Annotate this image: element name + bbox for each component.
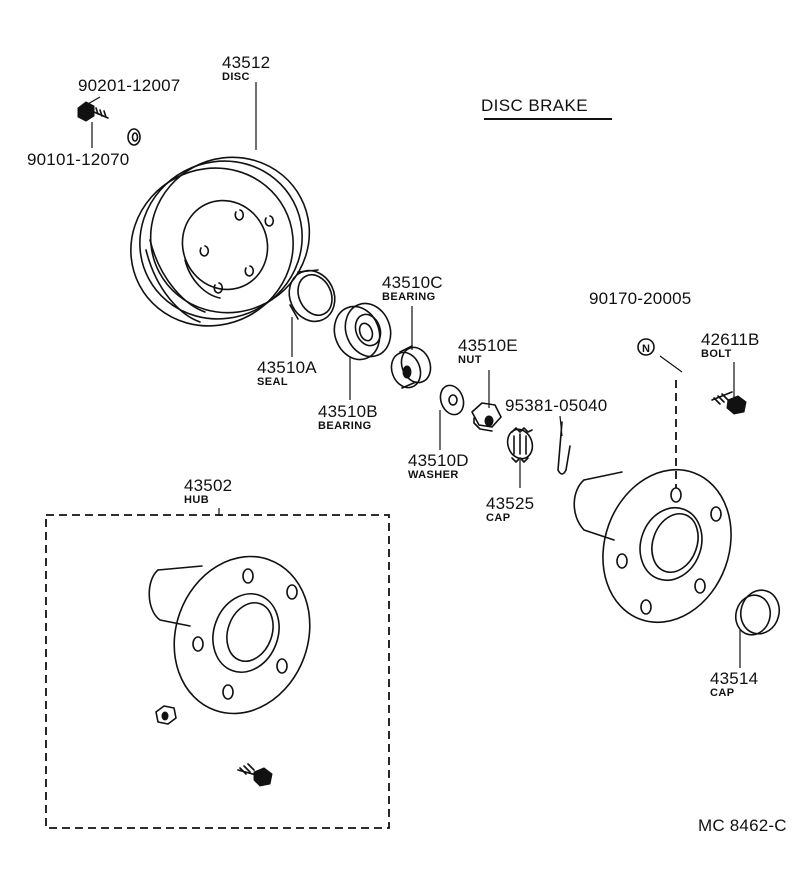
svg-text:N: N (642, 343, 650, 355)
part-number: 43502 (184, 476, 233, 495)
lock-cap (504, 426, 537, 462)
callout-hub-assy: 43502 HUB (184, 477, 232, 506)
callout-lock-cap: 43525 CAP (486, 495, 534, 524)
leader-cotter-pin (560, 416, 562, 436)
hub-exploded (574, 451, 752, 640)
callout-hub-nut-number: 90170-20005 (589, 289, 692, 308)
callout-seal: 43510A SEAL (257, 359, 317, 388)
callout-bearing-inner: 43510C BEARING (382, 274, 443, 303)
diagram-title: DISC BRAKE (481, 96, 588, 115)
part-number: 43510D (408, 451, 469, 470)
part-name: HUB (184, 494, 210, 506)
part-number: 43510B (318, 402, 378, 421)
part-name: CAP (710, 687, 735, 699)
part-name: NUT (458, 354, 482, 366)
disc-rotor (103, 129, 337, 354)
callout-nut: 43510E NUT (458, 337, 518, 366)
thrust-washer (437, 382, 468, 418)
cotter-pin (558, 422, 570, 474)
hub-assembly-nut (156, 706, 176, 724)
hub-assembly-frame (46, 515, 389, 828)
part-name: DISC (222, 71, 250, 83)
part-number: 43510A (257, 358, 317, 377)
callout-disc-bolt-number: 90101-12070 (27, 150, 130, 169)
callout-disc-washer-number: 90201-12007 (78, 76, 181, 95)
part-number: 43512 (222, 53, 271, 72)
part-name: WASHER (408, 469, 459, 481)
outer-bearing (327, 297, 398, 366)
callout-hub-bolt: 42611B BOLT (701, 331, 760, 360)
grease-cap (731, 586, 784, 639)
hub-assembly (149, 537, 331, 732)
title-underline (484, 118, 612, 120)
hub-bolt (712, 392, 746, 414)
callout-grease-cap: 43514 CAP (710, 670, 758, 699)
oil-seal (281, 263, 343, 329)
part-name: SEAL (257, 376, 288, 388)
lock-nut (472, 403, 501, 431)
hub-assembly-bolt (238, 764, 272, 786)
part-number: 43510E (458, 336, 518, 355)
disc-bolt (78, 102, 108, 121)
callout-disc: 43512 DISC (222, 54, 270, 83)
disc-washer (128, 129, 140, 145)
part-number: 43510C (382, 273, 443, 292)
callout-cotter-pin-number: 95381-05040 (505, 396, 608, 415)
callout-bearing-outer: 43510B BEARING (318, 403, 378, 432)
part-name: BEARING (318, 420, 372, 432)
part-number: 43525 (486, 494, 535, 513)
inner-bearing (387, 343, 436, 391)
figure-code: MC 8462-C (698, 816, 787, 835)
leader-disc-washer (86, 97, 100, 105)
hub-nut-symbol: N (638, 339, 682, 488)
callout-washer: 43510D WASHER (408, 452, 469, 481)
part-name: CAP (486, 512, 511, 524)
part-name: BOLT (701, 348, 732, 360)
part-number: 42611B (701, 330, 760, 349)
part-number: 43514 (710, 669, 759, 688)
part-name: BEARING (382, 291, 436, 303)
